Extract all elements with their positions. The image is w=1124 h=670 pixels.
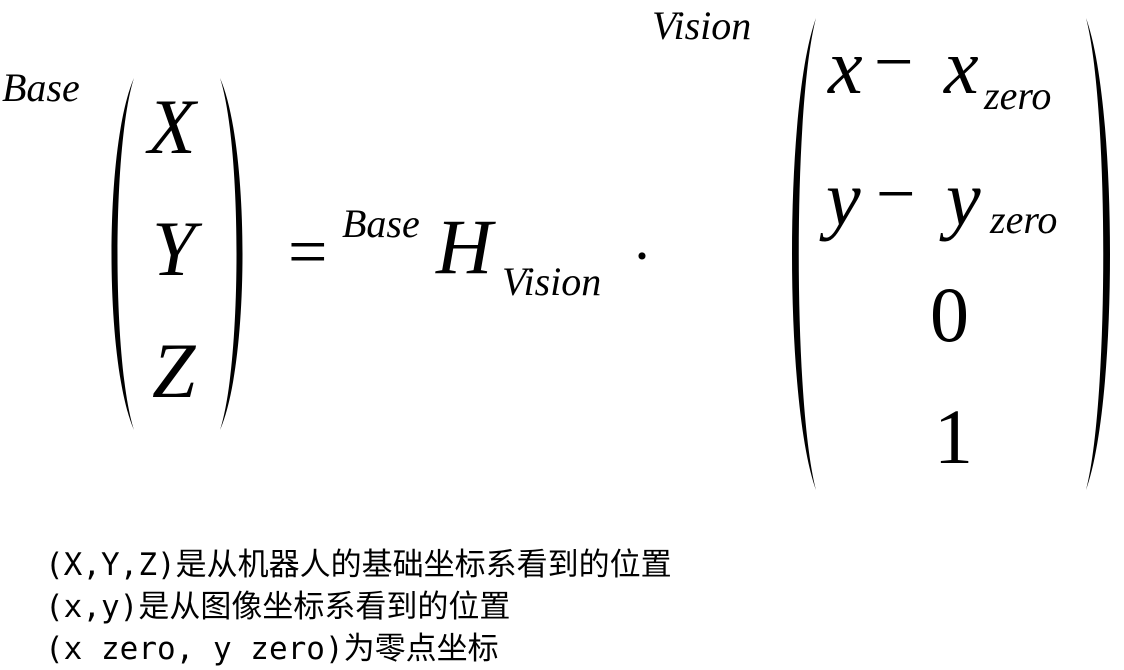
rhs-row1-sub: zero	[984, 73, 1052, 118]
h-symbol: H	[436, 203, 493, 290]
h-subscript: Vision	[502, 259, 602, 304]
h-superscript: Base	[342, 201, 420, 246]
rhs-row1-xzero: x	[944, 23, 979, 110]
formula-notes: (X,Y,Z)是从机器人的基础坐标系看到的位置 (x,y)是从图像坐标系看到的位…	[45, 544, 672, 670]
lhs-left-paren	[111, 78, 134, 430]
note-line-3: (x zero, y zero)为零点坐标	[45, 631, 499, 667]
rhs-row3: 0	[930, 271, 969, 358]
lhs-right-paren	[220, 78, 243, 430]
rhs-right-paren	[1086, 18, 1110, 490]
rhs-row4: 1	[934, 393, 973, 480]
multiply-dot: ·	[632, 223, 652, 289]
rhs-left-paren	[792, 18, 816, 490]
rhs-superscript: Vision	[652, 3, 752, 48]
lhs-y: Y	[152, 205, 196, 292]
lhs-z: Z	[152, 327, 196, 414]
note-line-1: (X,Y,Z)是从机器人的基础坐标系看到的位置	[45, 547, 672, 583]
equals-sign: =	[288, 214, 328, 291]
rhs-row1-minus: −	[874, 24, 914, 101]
rhs-row2-y: y	[826, 155, 861, 242]
lhs-superscript: Base	[2, 65, 80, 110]
lhs-x: X	[148, 83, 196, 170]
rhs-row2-sub: zero	[990, 197, 1058, 242]
note-line-2: (x,y)是从图像坐标系看到的位置	[45, 589, 511, 625]
rhs-row2-yzero: y	[946, 155, 981, 242]
rhs-row2-minus: −	[876, 156, 916, 233]
rhs-row1-x: x	[828, 23, 863, 110]
